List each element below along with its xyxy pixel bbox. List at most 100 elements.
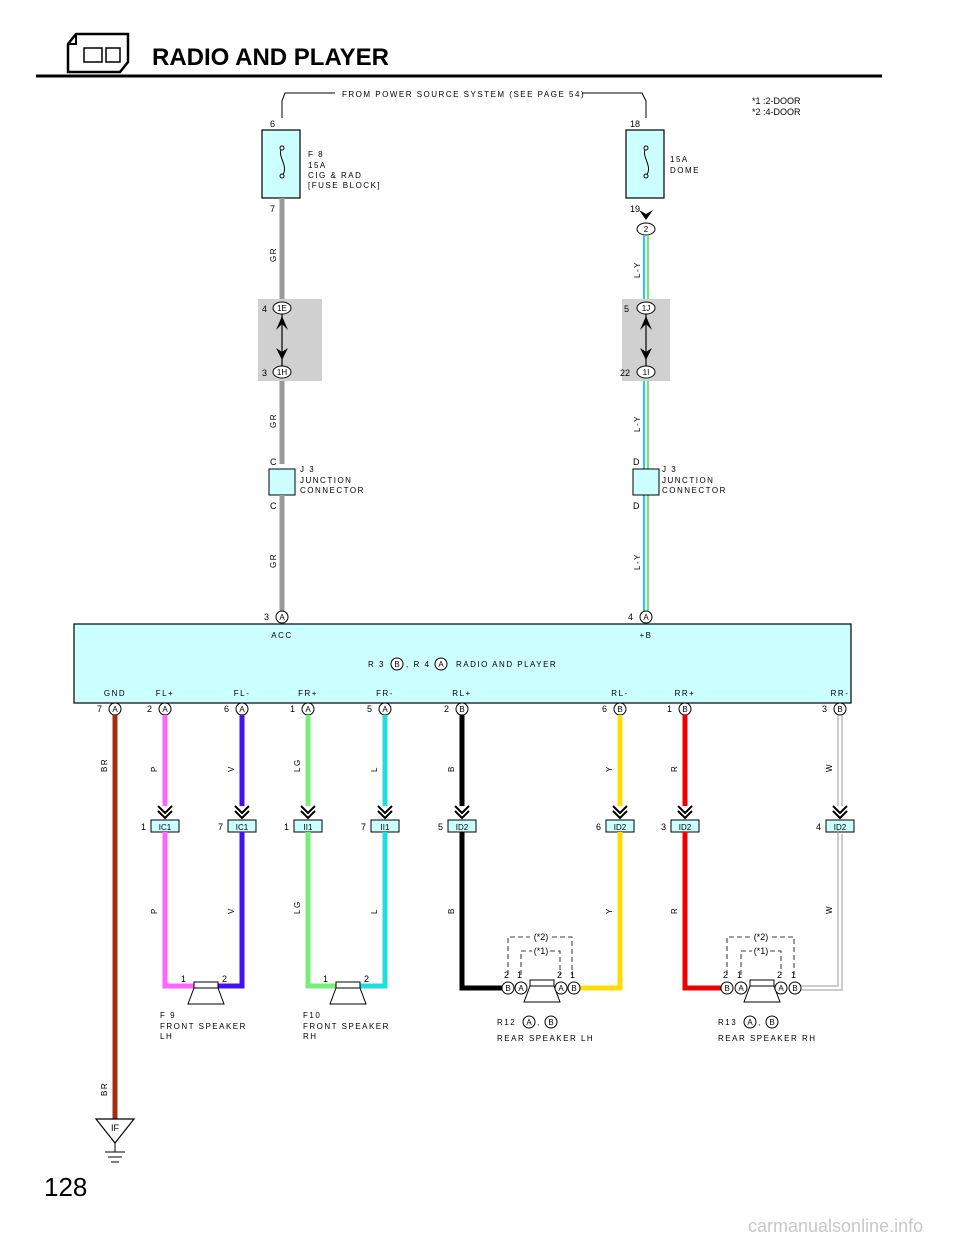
svg-text:A: A bbox=[643, 613, 649, 622]
wire-label-gr-1: GR bbox=[269, 247, 278, 262]
front-speaker-rh: 1 2 F10 FRONT SPEAKER RH bbox=[303, 974, 388, 1041]
svg-text:IC1: IC1 bbox=[236, 823, 249, 832]
wire-label-6: Y bbox=[605, 765, 614, 772]
terminal-label-5: RL+ bbox=[452, 689, 471, 698]
svg-text:B: B bbox=[837, 705, 842, 714]
svg-text:4: 4 bbox=[816, 822, 821, 832]
svg-text:4: 4 bbox=[262, 304, 267, 314]
svg-text:2: 2 bbox=[504, 970, 509, 980]
svg-text:1: 1 bbox=[517, 970, 522, 980]
wire-label-1: P bbox=[150, 765, 159, 772]
svg-text:(*2): (*2) bbox=[754, 932, 769, 942]
svg-text:,: , bbox=[537, 1018, 541, 1027]
rear-speaker-rh: (*2) (*1) 2 1 2 1 B A A B R13 A , B REAR… bbox=[718, 932, 817, 1043]
terminal-label-2: FL- bbox=[234, 689, 251, 698]
svg-text:R: R bbox=[670, 907, 679, 914]
wire-label-5: B bbox=[447, 765, 456, 772]
svg-text:A: A bbox=[526, 1018, 532, 1027]
svg-text:P: P bbox=[150, 907, 159, 914]
svg-text:RH: RH bbox=[303, 1032, 318, 1041]
svg-text:3: 3 bbox=[661, 822, 666, 832]
svg-text:6: 6 bbox=[596, 822, 601, 832]
svg-text:2: 2 bbox=[364, 974, 369, 984]
svg-text:BR: BR bbox=[100, 1082, 109, 1096]
svg-text:B: B bbox=[617, 705, 622, 714]
svg-text:22: 22 bbox=[620, 368, 630, 378]
svg-text:A: A bbox=[279, 613, 285, 622]
wire-LG bbox=[305, 832, 336, 989]
j3-connector-right bbox=[632, 468, 660, 496]
svg-text:CONNECTOR: CONNECTOR bbox=[300, 486, 365, 495]
svg-text:1: 1 bbox=[791, 970, 796, 980]
svg-text:2: 2 bbox=[147, 704, 152, 714]
svg-text:R12: R12 bbox=[497, 1018, 516, 1027]
svg-text:R13: R13 bbox=[718, 1018, 737, 1027]
svg-text:B: B bbox=[792, 984, 797, 993]
svg-text:REAR SPEAKER RH: REAR SPEAKER RH bbox=[718, 1034, 817, 1043]
terminal-label-1: FL+ bbox=[156, 689, 175, 698]
svg-text:1: 1 bbox=[141, 822, 146, 832]
svg-text:B: B bbox=[548, 1018, 553, 1027]
junction-block-left bbox=[258, 299, 322, 381]
note-2door: *1 :2-DOOR bbox=[752, 96, 801, 106]
svg-text:2: 2 bbox=[777, 970, 782, 980]
svg-text:1: 1 bbox=[737, 970, 742, 980]
radio-title: RADIO AND PLAYER bbox=[456, 660, 557, 669]
svg-text:1: 1 bbox=[667, 704, 672, 714]
fuse-f8-label-4: [FUSE BLOCK] bbox=[308, 181, 381, 190]
svg-text:1I: 1I bbox=[643, 368, 650, 377]
wire-P bbox=[162, 832, 194, 989]
svg-text:J 3: J 3 bbox=[662, 465, 677, 474]
note-4door: *2 :4-DOOR bbox=[752, 107, 801, 117]
svg-text:ID2: ID2 bbox=[614, 823, 627, 832]
power-source-label: FROM POWER SOURCE SYSTEM (SEE PAGE 54) bbox=[342, 90, 585, 99]
connector-2 bbox=[636, 222, 656, 236]
svg-text:ID2: ID2 bbox=[834, 823, 847, 832]
svg-text:Y: Y bbox=[605, 907, 614, 914]
svg-text:B: B bbox=[724, 984, 729, 993]
svg-text:B: B bbox=[571, 984, 576, 993]
wire-label-ly-2: L-Y bbox=[633, 415, 642, 432]
svg-text:5: 5 bbox=[367, 704, 372, 714]
supply-left: 6 F 8 15A CIG & RAD [FUSE BLOCK] 7 GR 4 … bbox=[258, 119, 381, 616]
svg-text:A: A bbox=[738, 984, 744, 993]
svg-text:A: A bbox=[305, 705, 311, 714]
watermark: carmanualsonline.info bbox=[748, 1216, 923, 1236]
svg-text:V: V bbox=[227, 907, 236, 914]
wire-B bbox=[459, 832, 508, 991]
fuse-f8-label-1: F 8 bbox=[308, 150, 324, 159]
wire-label-2: V bbox=[227, 765, 236, 772]
wire-R bbox=[682, 832, 727, 991]
svg-text:JUNCTION: JUNCTION bbox=[662, 476, 714, 485]
svg-text:1: 1 bbox=[570, 970, 575, 980]
ground-if: IF bbox=[94, 1118, 136, 1163]
terminal-label-3: FR+ bbox=[298, 689, 318, 698]
svg-text:B: B bbox=[394, 660, 399, 669]
page-title: RADIO AND PLAYER bbox=[152, 44, 389, 71]
fuse-dome-label-1: 15A bbox=[670, 155, 689, 164]
fuse-f8-label-3: CIG & RAD bbox=[308, 171, 362, 180]
svg-text:A: A bbox=[518, 984, 524, 993]
svg-text:5: 5 bbox=[624, 304, 629, 314]
svg-text:A: A bbox=[558, 984, 564, 993]
svg-text:LG: LG bbox=[293, 900, 302, 914]
svg-text:4: 4 bbox=[628, 612, 633, 622]
connector-ID2-4 bbox=[825, 819, 855, 833]
wire-Y bbox=[574, 832, 623, 991]
fuse-f8-label-2: 15A bbox=[308, 161, 327, 170]
wire-label-gr-3: GR bbox=[269, 553, 278, 568]
svg-text:2: 2 bbox=[644, 225, 649, 234]
svg-text:C: C bbox=[270, 501, 277, 511]
svg-text:6: 6 bbox=[270, 119, 275, 129]
svg-text:7: 7 bbox=[218, 822, 223, 832]
svg-text:A: A bbox=[239, 705, 245, 714]
terminal-label-8: RR- bbox=[831, 689, 850, 698]
wire-label-7: R bbox=[670, 765, 679, 772]
svg-text:,: , bbox=[758, 1018, 762, 1027]
svg-text:7: 7 bbox=[361, 822, 366, 832]
svg-text:B: B bbox=[459, 705, 464, 714]
svg-text:A: A bbox=[747, 1018, 753, 1027]
wire-label-3: LG bbox=[293, 758, 302, 772]
svg-text:6: 6 bbox=[224, 704, 229, 714]
